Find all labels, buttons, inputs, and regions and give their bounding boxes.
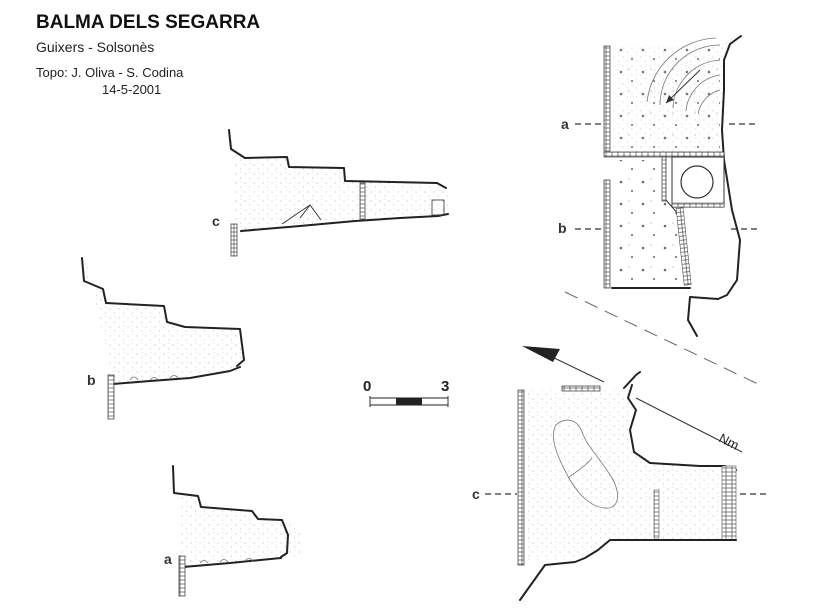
section-a-label: a [164, 551, 172, 567]
plan-a-label: a [561, 116, 569, 132]
upper-plan [575, 35, 760, 337]
survey-location: Guixers - Solsonès [36, 39, 155, 55]
scale-bar [369, 396, 449, 407]
survey-credit: Topo: J. Oliva - S. Codina [36, 65, 184, 80]
scale-end: 3 [441, 378, 449, 395]
scale-start: 0 [363, 378, 371, 395]
plan-c-label: c [472, 486, 480, 502]
survey-date: 14-5-2001 [102, 82, 162, 97]
section-b-label: b [87, 372, 96, 388]
section-a-profile [172, 465, 302, 597]
lower-plan [485, 371, 770, 601]
plan-separator-line [564, 291, 761, 386]
survey-title: BALMA DELS SEGARRA [36, 12, 261, 33]
north-arrow [522, 346, 743, 453]
plan-b-label: b [558, 220, 567, 236]
section-c-profile [228, 129, 449, 257]
section-c-label: c [212, 213, 220, 229]
section-b-profile [81, 257, 245, 420]
